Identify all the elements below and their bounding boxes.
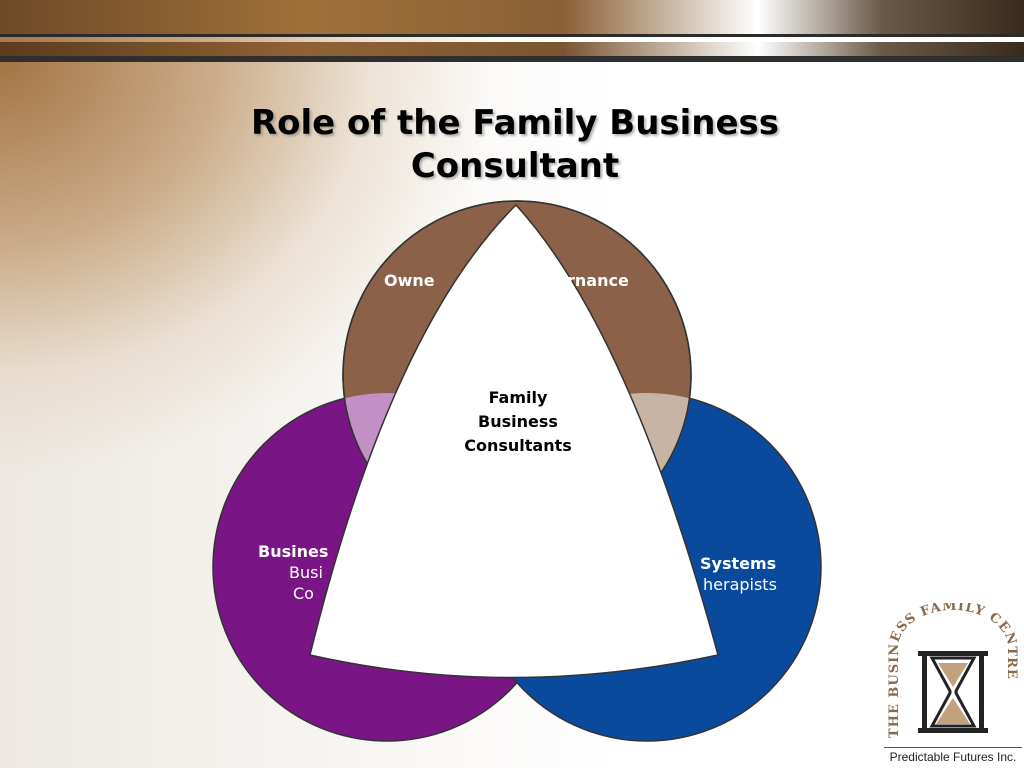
center-label-3: Consultants [464,436,572,455]
header-band-lower [0,42,1024,56]
right-circle-label-1: Systems [700,554,776,573]
company-logo: THE BUSINESS FAMILY CENTRE Predictable F… [884,603,1022,766]
left-circle-label-3: Co [293,584,314,603]
top-circle-label-right: rnance [567,271,629,290]
center-label-1: Family [489,388,548,407]
right-circle-label-2: herapists [703,575,777,594]
header-rule [0,34,1024,37]
title-line-1: Role of the Family Business [250,103,780,143]
slide-title: Role of the Family Business Consultant [160,102,870,188]
title-line-2: Consultant [410,146,620,186]
left-circle-label-1: Busines [258,542,328,561]
logo-caption: Predictable Futures Inc. [884,747,1022,764]
center-label-2: Business [478,412,558,431]
hourglass-icon: THE BUSINESS FAMILY CENTRE [887,603,1018,738]
header-rule-lower [0,56,1024,62]
center-reuleaux-triangle [309,203,719,679]
left-circle-label-2: Busi [289,563,323,582]
header-band [0,0,1024,34]
top-circle-label-left: Owne [384,271,435,290]
